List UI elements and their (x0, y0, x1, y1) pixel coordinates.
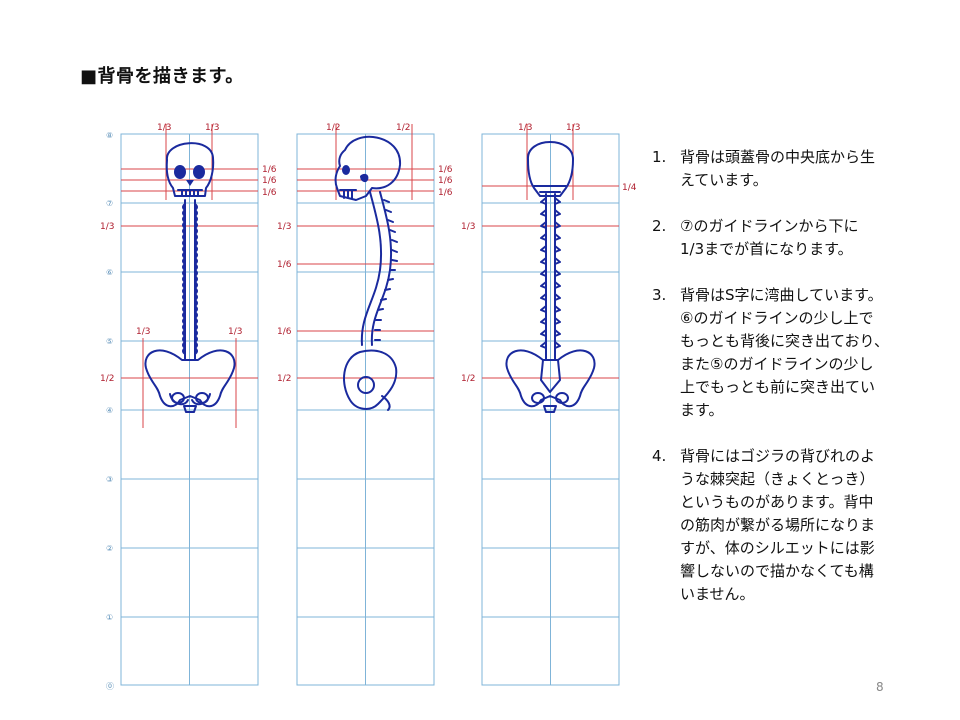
pelvis-back (505, 349, 596, 413)
note-number: 3. (652, 286, 667, 304)
panel-back: 1/3 1/3 1/4 1/3 1/2 (461, 123, 637, 686)
front-right-label-1: 1/6 (262, 165, 277, 175)
row-label-6: ⑥ (106, 268, 113, 277)
side-right-label-3: 1/6 (438, 188, 453, 198)
note-item-4: 4. 背骨にはゴジラの背びれのよ うな棘突起（きょくとっき） というものがありま… (652, 445, 942, 606)
panel-side: 1/2 1/2 1/6 1/6 1/6 1/3 1/6 1/6 1/2 (277, 123, 453, 686)
side-top-label-left: 1/2 (326, 123, 340, 133)
note-text: 背骨はS字に湾曲しています。 ⑥のガイドラインの少し上で もっとも背後に突き出て… (680, 286, 889, 419)
grid-front (120, 133, 259, 686)
side-right-label-2: 1/6 (438, 176, 453, 186)
front-top-label-right: 1/3 (205, 123, 219, 133)
row-label-0: ⓪ (106, 682, 114, 691)
side-mid-label-1: 1/6 (277, 260, 292, 270)
pelvis-front (144, 349, 236, 413)
back-pelvis-label: 1/2 (461, 374, 475, 384)
front-hip-label-left: 1/3 (136, 327, 150, 337)
front-top-label-left: 1/3 (157, 123, 171, 133)
note-text: 背骨は頭蓋骨の中央底から生 えています。 (680, 148, 876, 189)
side-neck-label: 1/3 (277, 222, 291, 232)
row-label-8: ⑧ (106, 131, 113, 140)
back-top-label-left: 1/3 (518, 123, 532, 133)
row-label-1: ① (106, 613, 113, 622)
front-hip-label-right: 1/3 (228, 327, 242, 337)
side-top-label-right: 1/2 (396, 123, 410, 133)
spine-front (182, 199, 198, 361)
front-neck-label: 1/3 (100, 222, 114, 232)
page-number: 8 (876, 680, 884, 694)
row-label-2: ② (106, 544, 113, 553)
note-text: ⑦のガイドラインから下に 1/3までが首になります。 (680, 217, 859, 258)
row-label-3: ③ (106, 475, 113, 484)
note-item-1: 1. 背骨は頭蓋骨の中央底から生 えています。 (652, 146, 942, 192)
spine-diagram: ⑧ ⑦ ⑥ ⑤ ④ ③ ② ① ⓪ (100, 123, 637, 691)
note-item-2: 2. ⑦のガイドラインから下に 1/3までが首になります。 (652, 215, 942, 261)
back-right-label: 1/4 (622, 183, 637, 193)
note-number: 4. (652, 447, 667, 465)
row-label-7: ⑦ (106, 199, 113, 208)
notes-list: 1. 背骨は頭蓋骨の中央底から生 えています。 2. ⑦のガイドラインから下に … (652, 146, 942, 629)
back-neck-label: 1/3 (461, 222, 475, 232)
row-labels: ⑧ ⑦ ⑥ ⑤ ④ ③ ② ① ⓪ (106, 131, 114, 691)
front-pelvis-label: 1/2 (100, 374, 114, 384)
side-mid-label-2: 1/6 (277, 327, 292, 337)
note-number: 1. (652, 148, 667, 166)
row-label-4: ④ (106, 406, 113, 415)
slide-title: ■背骨を描きます。 (80, 66, 244, 87)
side-right-label-1: 1/6 (438, 165, 453, 175)
skull-front (165, 142, 215, 197)
skull-back (526, 141, 575, 197)
panel-front: 1/3 1/3 1/6 1/6 1/6 1/3 1/3 1/3 1/2 (100, 123, 277, 686)
grid-back (481, 133, 620, 686)
front-right-label-2: 1/6 (262, 176, 277, 186)
back-top-label-right: 1/3 (566, 123, 580, 133)
row-label-5: ⑤ (106, 337, 113, 346)
note-text: 背骨にはゴジラの背びれのよ うな棘突起（きょくとっき） というものがあります。背… (680, 447, 876, 603)
side-pelvis-label: 1/2 (277, 374, 291, 384)
pelvis-side (343, 349, 398, 411)
spine-side (360, 191, 398, 346)
spine-back (540, 193, 561, 361)
front-right-label-3: 1/6 (262, 188, 277, 198)
note-item-3: 3. 背骨はS字に湾曲しています。 ⑥のガイドラインの少し上で もっとも背後に突… (652, 284, 942, 422)
note-number: 2. (652, 217, 667, 235)
